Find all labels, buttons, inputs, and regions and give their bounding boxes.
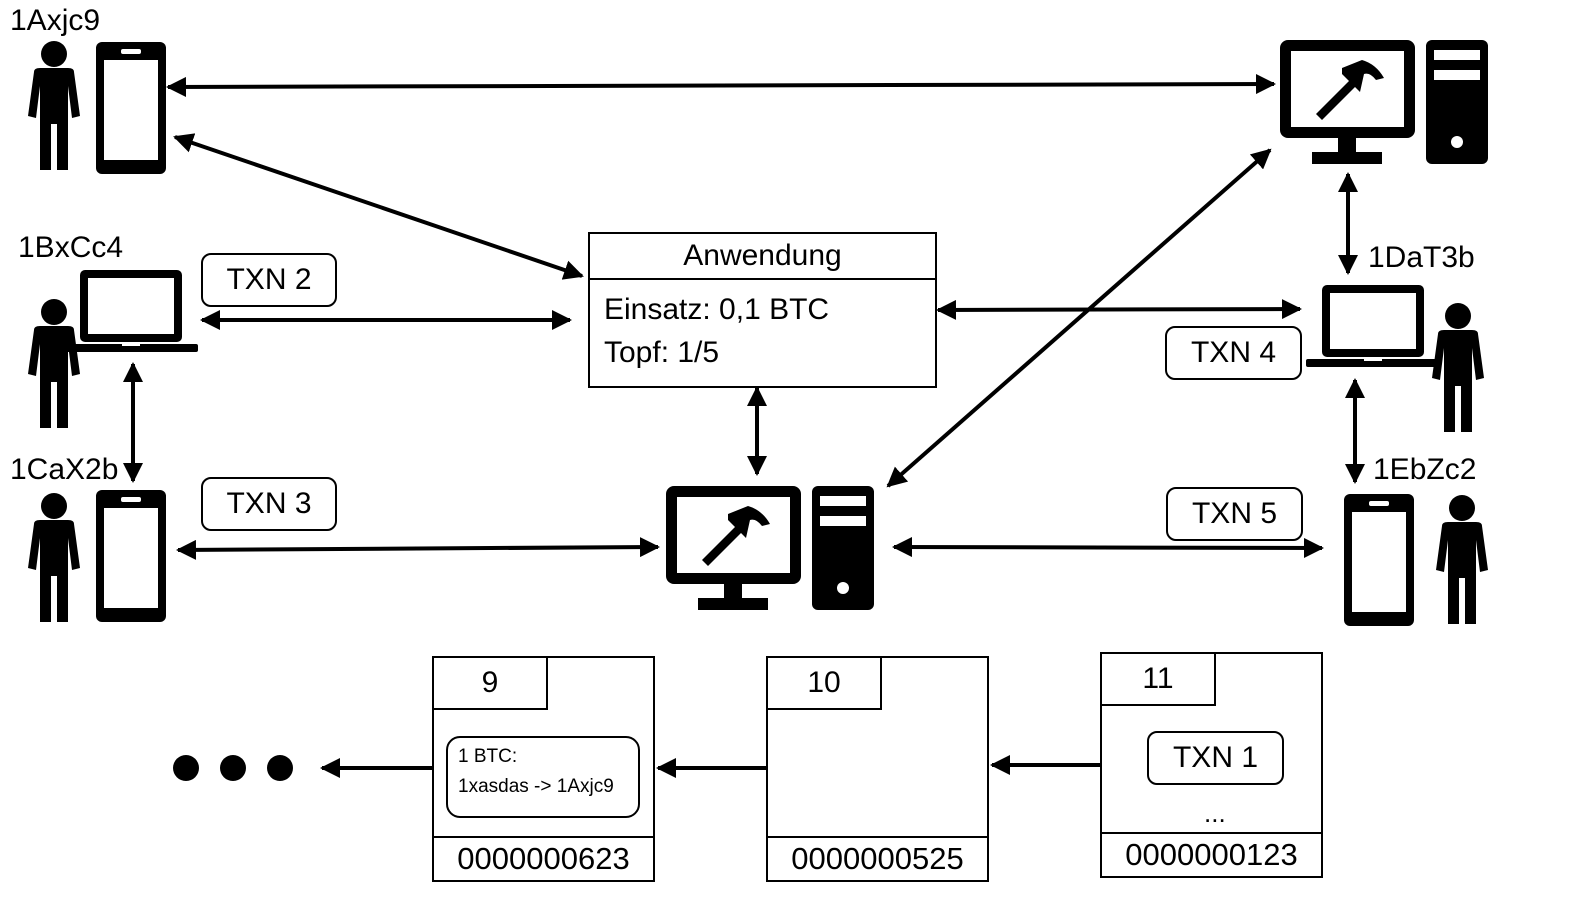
arrow-1axjc9-app (173, 133, 584, 280)
mining-computer-icon (1280, 40, 1488, 164)
mining-computer-icon (666, 486, 874, 610)
arrow-1cax2b-miner (176, 537, 660, 560)
address-label-b: 1BxCc4 (18, 231, 124, 264)
block-9: 9 1 BTC: 1xasdas -> 1Axjc9 0000000623 (432, 656, 655, 882)
connections (123, 74, 1365, 778)
block-11: 11 TXN 1 ... 0000000123 (1100, 652, 1323, 878)
arrow-1axjc9-miner (166, 74, 1276, 97)
block-transaction-line: 1 BTC: (458, 746, 518, 767)
block-10: 10 0000000525 (766, 656, 989, 882)
block-more-indicator: ... (1204, 798, 1226, 828)
person-icon (1432, 303, 1484, 432)
ellipsis-dots (173, 755, 293, 781)
address-label-a: 1Axjc9 (10, 4, 101, 37)
txn-badge-3: TXN 3 (201, 477, 337, 531)
address-label-d: 1DaT3b (1368, 241, 1475, 274)
address-label-e: 1EbZc2 (1373, 453, 1477, 486)
txn-badge-4: TXN 4 (1165, 326, 1302, 380)
txn-badge-1: TXN 1 (1147, 731, 1284, 785)
person-icon (1436, 495, 1488, 624)
person-icon (28, 493, 80, 622)
person-icon (28, 299, 80, 428)
smartphone-icon (96, 42, 166, 174)
block-transaction-line: 1xasdas -> 1Axjc9 (458, 776, 614, 797)
application-stake: Einsatz: 0,1 BTC (604, 293, 830, 326)
person-icon (28, 41, 80, 170)
arrow-miner-miner (886, 148, 1272, 488)
txn-badge-5: TXN 5 (1166, 487, 1303, 541)
txn-badge-2: TXN 2 (201, 253, 337, 307)
block-hash: 0000000623 (434, 836, 653, 880)
laptop-icon (1306, 285, 1440, 367)
application-pot: Topf: 1/5 (604, 336, 720, 369)
block-transaction: 1 BTC: 1xasdas -> 1Axjc9 (446, 736, 640, 818)
address-label-c: 1CaX2b (10, 453, 119, 486)
laptop-icon (64, 270, 198, 352)
application-box: Anwendung Einsatz: 0,1 BTC Topf: 1/5 (588, 232, 937, 388)
block-number: 10 (766, 656, 882, 710)
block-hash: 0000000525 (768, 836, 987, 880)
block-number: 11 (1100, 652, 1216, 706)
smartphone-icon (1344, 494, 1414, 626)
block-hash: 0000000123 (1102, 832, 1321, 876)
arrow-miner-1ebzc2 (892, 537, 1324, 558)
arrow-app-1dat3b (936, 299, 1302, 320)
application-title: Anwendung (590, 234, 935, 280)
block-number: 9 (432, 656, 548, 710)
smartphone-icon (96, 490, 166, 622)
